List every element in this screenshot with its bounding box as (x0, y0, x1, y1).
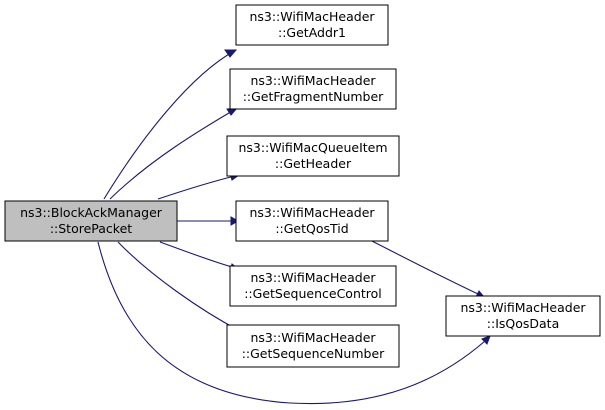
edge-storepacket-getqostid (177, 216, 240, 226)
edge-storepacket-getfragmentnumber (109, 107, 239, 200)
node-label-line2: ::GetSequenceNumber (242, 346, 385, 361)
node-label-line1: ns3::WifiMacHeader (250, 73, 376, 88)
edge-storepacket-getheader (157, 172, 241, 200)
node-label-line1: ns3::WifiMacHeader (250, 270, 376, 285)
node-label-line1: ns3::WifiMacHeader (249, 9, 375, 24)
edge-storepacket-getaddr1 (103, 49, 238, 200)
node-label-line2: ::GetHeader (275, 156, 352, 171)
node-label-line2: ::IsQosData (487, 316, 559, 331)
edge-storepacket-getsequencenumber (117, 241, 247, 335)
node-wifimacqueueitem-getheader[interactable]: ns3::WifiMacQueueItem ::GetHeader (226, 135, 400, 177)
node-label-line1: ns3::WifiMacHeader (460, 300, 586, 315)
node-label-line1: ns3::WifiMacHeader (250, 330, 376, 345)
node-label-line2: ::GetAddr1 (278, 25, 346, 40)
node-wifimacheader-getqostid[interactable]: ns3::WifiMacHeader ::GetQosTid (235, 200, 389, 242)
node-label-line2: ::StorePacket (50, 221, 132, 236)
node-label-line2: ::GetFragmentNumber (243, 89, 384, 104)
node-wifimacheader-getsequencecontrol[interactable]: ns3::WifiMacHeader ::GetSequenceControl (229, 265, 397, 307)
node-label-line1: ns3::BlockAckManager (20, 205, 163, 220)
node-wifimacheader-getaddr1[interactable]: ns3::WifiMacHeader ::GetAddr1 (235, 4, 389, 46)
node-wifimacheader-isqosdata[interactable]: ns3::WifiMacHeader ::IsQosData (445, 295, 601, 337)
edge-storepacket-isqosdata (97, 241, 491, 405)
node-wifimacheader-getfragmentnumber[interactable]: ns3::WifiMacHeader ::GetFragmentNumber (229, 68, 397, 110)
node-label-line1: ns3::WifiMacQueueItem (238, 140, 387, 155)
node-label-line1: ns3::WifiMacHeader (249, 205, 375, 220)
edge-storepacket-getsequencecontrol (159, 241, 240, 272)
node-blockackmanager-storepacket[interactable]: ns3::BlockAckManager ::StorePacket (4, 200, 178, 242)
node-label-line2: ::GetSequenceControl (244, 286, 382, 301)
node-label-line2: ::GetQosTid (275, 221, 348, 236)
node-wifimacheader-getsequencenumber[interactable]: ns3::WifiMacHeader ::GetSequenceNumber (226, 324, 400, 368)
